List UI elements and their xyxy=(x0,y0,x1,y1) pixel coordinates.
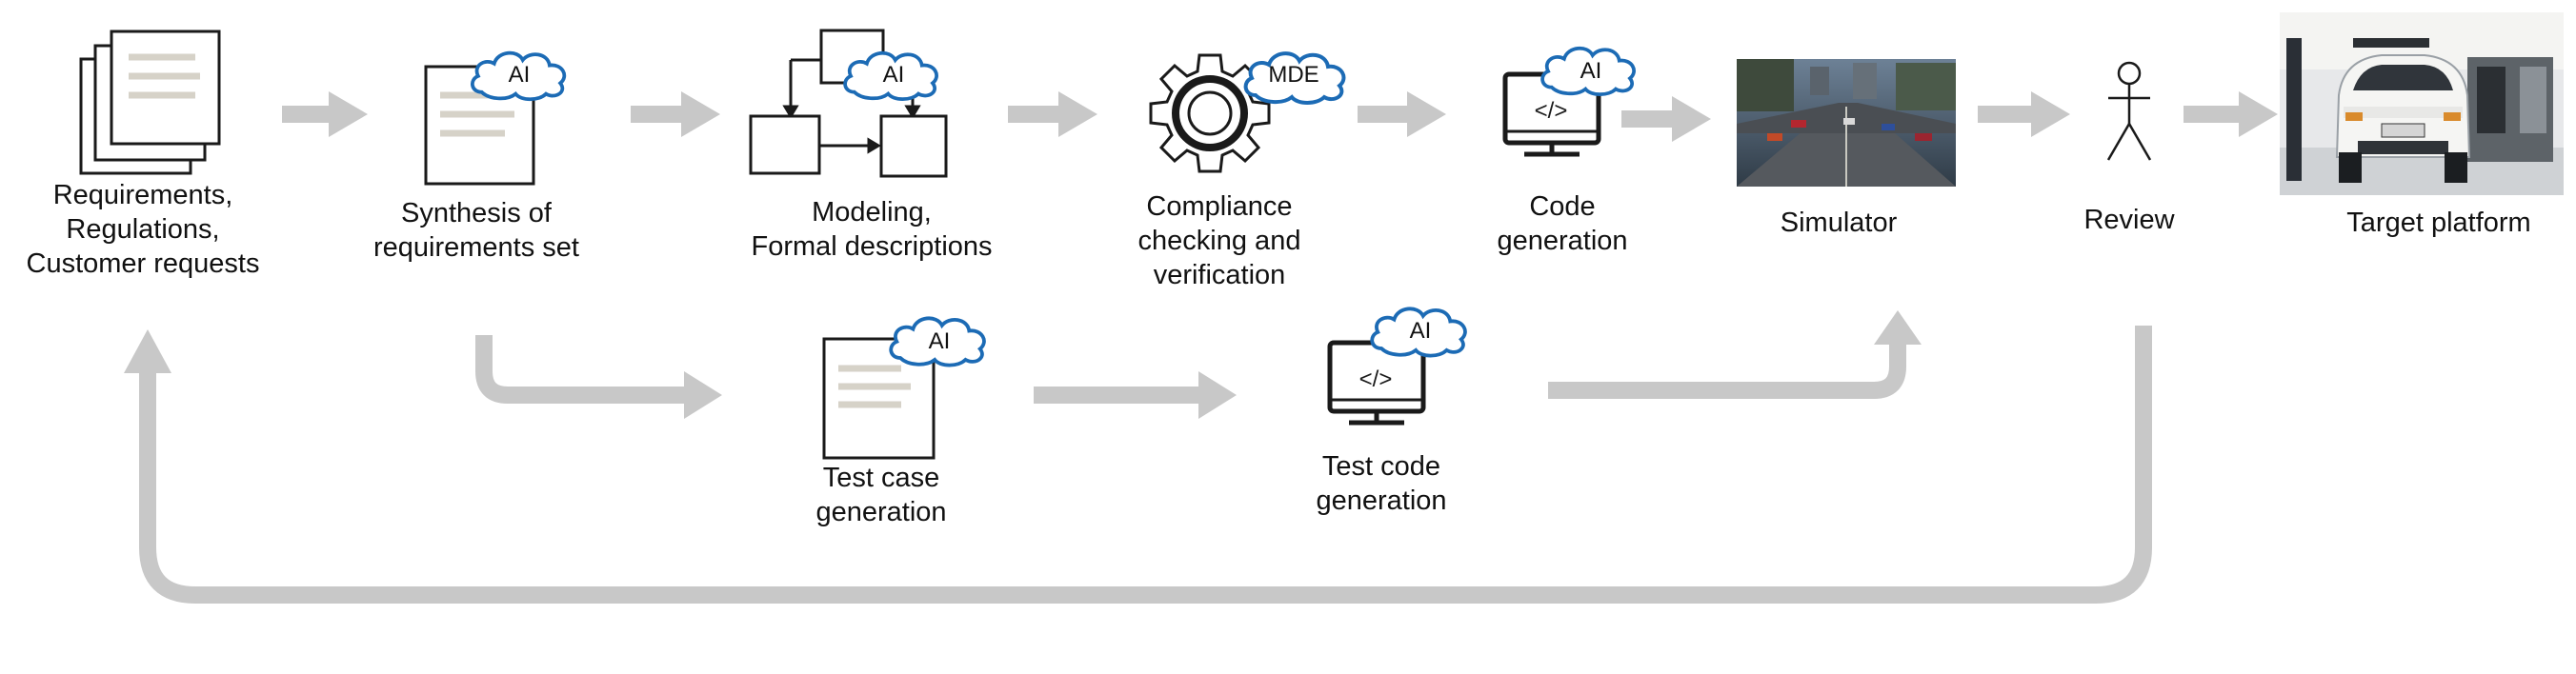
label-line: verification xyxy=(1153,260,1286,290)
svg-text:</>: </> xyxy=(1535,98,1568,124)
simulator-screenshot xyxy=(1737,59,1956,187)
arrow-synthesis-to-modeling xyxy=(631,91,720,137)
arrows xyxy=(282,91,2278,419)
label-line: Requirements, xyxy=(52,180,233,210)
label-line: Synthesis of xyxy=(401,198,552,228)
ai-cloud-badge: AI xyxy=(1370,307,1467,358)
svg-text:</>: </> xyxy=(1359,367,1393,392)
ai-cloud-badge: AI xyxy=(843,50,938,102)
arrow-testcase-to-testcode xyxy=(1034,371,1237,419)
ai-badge-label: AI xyxy=(1410,318,1432,344)
arrow-review-feedback-loop xyxy=(139,326,2152,604)
stacked-documents-icon xyxy=(79,30,221,175)
label-code-generation: Code generation xyxy=(1472,189,1653,258)
label-requirements: Requirements, Regulations, Customer requ… xyxy=(0,178,286,281)
label-test-case: Test case generation xyxy=(776,461,986,529)
arrow-synthesis-to-testcase xyxy=(475,335,684,404)
label-line: requirements set xyxy=(373,232,579,263)
label-line: Test case xyxy=(822,463,940,493)
arrow-testcode-to-simulator xyxy=(1548,341,1906,399)
arrow-requirements-to-synthesis xyxy=(282,91,368,137)
arrowhead-synthesis-to-testcase xyxy=(684,371,722,419)
label-modeling: Modeling, Formal descriptions xyxy=(719,195,1024,264)
arrow-modeling-to-compliance xyxy=(1008,91,1097,137)
arrow-review-to-target xyxy=(2184,91,2278,137)
label-line: Code xyxy=(1529,191,1596,222)
label-compliance: Compliance checking and verification xyxy=(1105,189,1334,292)
label-line: Customer requests xyxy=(26,248,260,279)
label-line: Review xyxy=(2083,205,2175,235)
label-simulator: Simulator xyxy=(1753,206,1924,240)
label-line: Modeling, xyxy=(812,197,932,228)
label-line: Target platform xyxy=(2346,208,2531,238)
arrowhead-testcode-to-simulator xyxy=(1874,310,1922,345)
ai-badge-label: AI xyxy=(509,62,531,88)
label-line: generation xyxy=(815,497,947,527)
label-line: checking and xyxy=(1137,226,1301,256)
vehicle-photo xyxy=(2280,12,2564,195)
label-synthesis: Synthesis of requirements set xyxy=(362,196,591,265)
label-review: Review xyxy=(2058,203,2201,237)
gear-icon xyxy=(1149,53,1271,173)
ai-badge-label: AI xyxy=(929,328,951,354)
label-line: Formal descriptions xyxy=(751,231,993,262)
arrow-compliance-to-code xyxy=(1358,91,1446,137)
label-line: generation xyxy=(1497,226,1628,256)
arrow-simulator-to-review xyxy=(1978,91,2070,137)
mde-badge-label: MDE xyxy=(1268,62,1318,88)
ai-cloud-badge: AI xyxy=(889,316,986,367)
ai-cloud-badge: AI xyxy=(470,50,567,102)
ai-badge-label: AI xyxy=(1580,58,1602,84)
ai-cloud-badge: AI xyxy=(1540,46,1637,97)
person-icon xyxy=(2106,61,2152,161)
mde-cloud-badge: MDE xyxy=(1246,53,1344,103)
arrowhead-feedback-to-requirements xyxy=(124,329,171,373)
label-line: Test code xyxy=(1321,451,1441,482)
arrow-code-to-simulator xyxy=(1621,96,1711,142)
label-target-platform: Target platform xyxy=(2315,206,2563,240)
label-test-code: Test code generation xyxy=(1272,449,1491,518)
label-line: Regulations, xyxy=(66,214,220,245)
label-line: generation xyxy=(1316,486,1447,516)
label-line: Compliance xyxy=(1146,191,1293,222)
ai-badge-label: AI xyxy=(883,62,905,88)
label-line: Simulator xyxy=(1780,208,1898,238)
flowchart-icon xyxy=(749,29,948,178)
